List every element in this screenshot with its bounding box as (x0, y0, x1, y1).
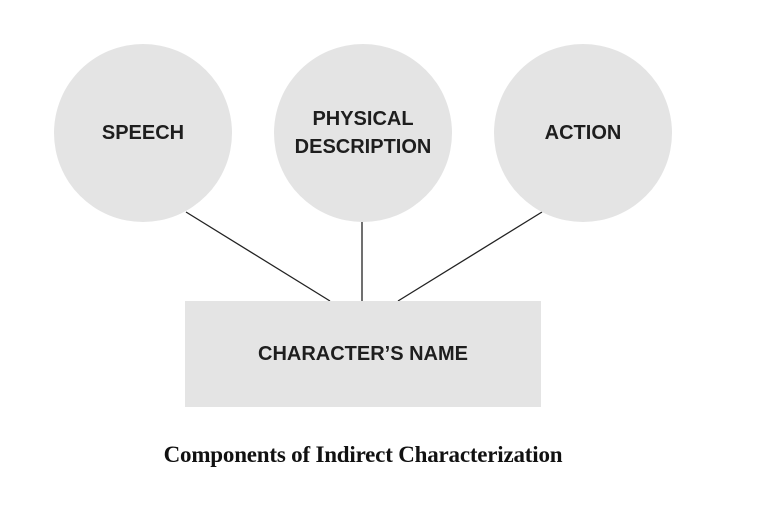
node-action-label: ACTION (544, 122, 622, 144)
diagram-caption: Components of Indirect Characterization (163, 442, 563, 467)
connector-action (397, 211, 543, 302)
connector-speech (185, 211, 331, 302)
node-action: ACTION (494, 44, 672, 222)
node-physical-description-label: PHYSICAL DESCRIPTION (294, 108, 432, 158)
node-character-name-label: CHARACTER’S NAME (258, 342, 468, 365)
node-speech-label: SPEECH (101, 122, 185, 144)
node-character-name: CHARACTER’S NAME (185, 301, 541, 407)
node-speech: SPEECH (54, 44, 232, 222)
node-physical-description: PHYSICAL DESCRIPTION (274, 44, 452, 222)
